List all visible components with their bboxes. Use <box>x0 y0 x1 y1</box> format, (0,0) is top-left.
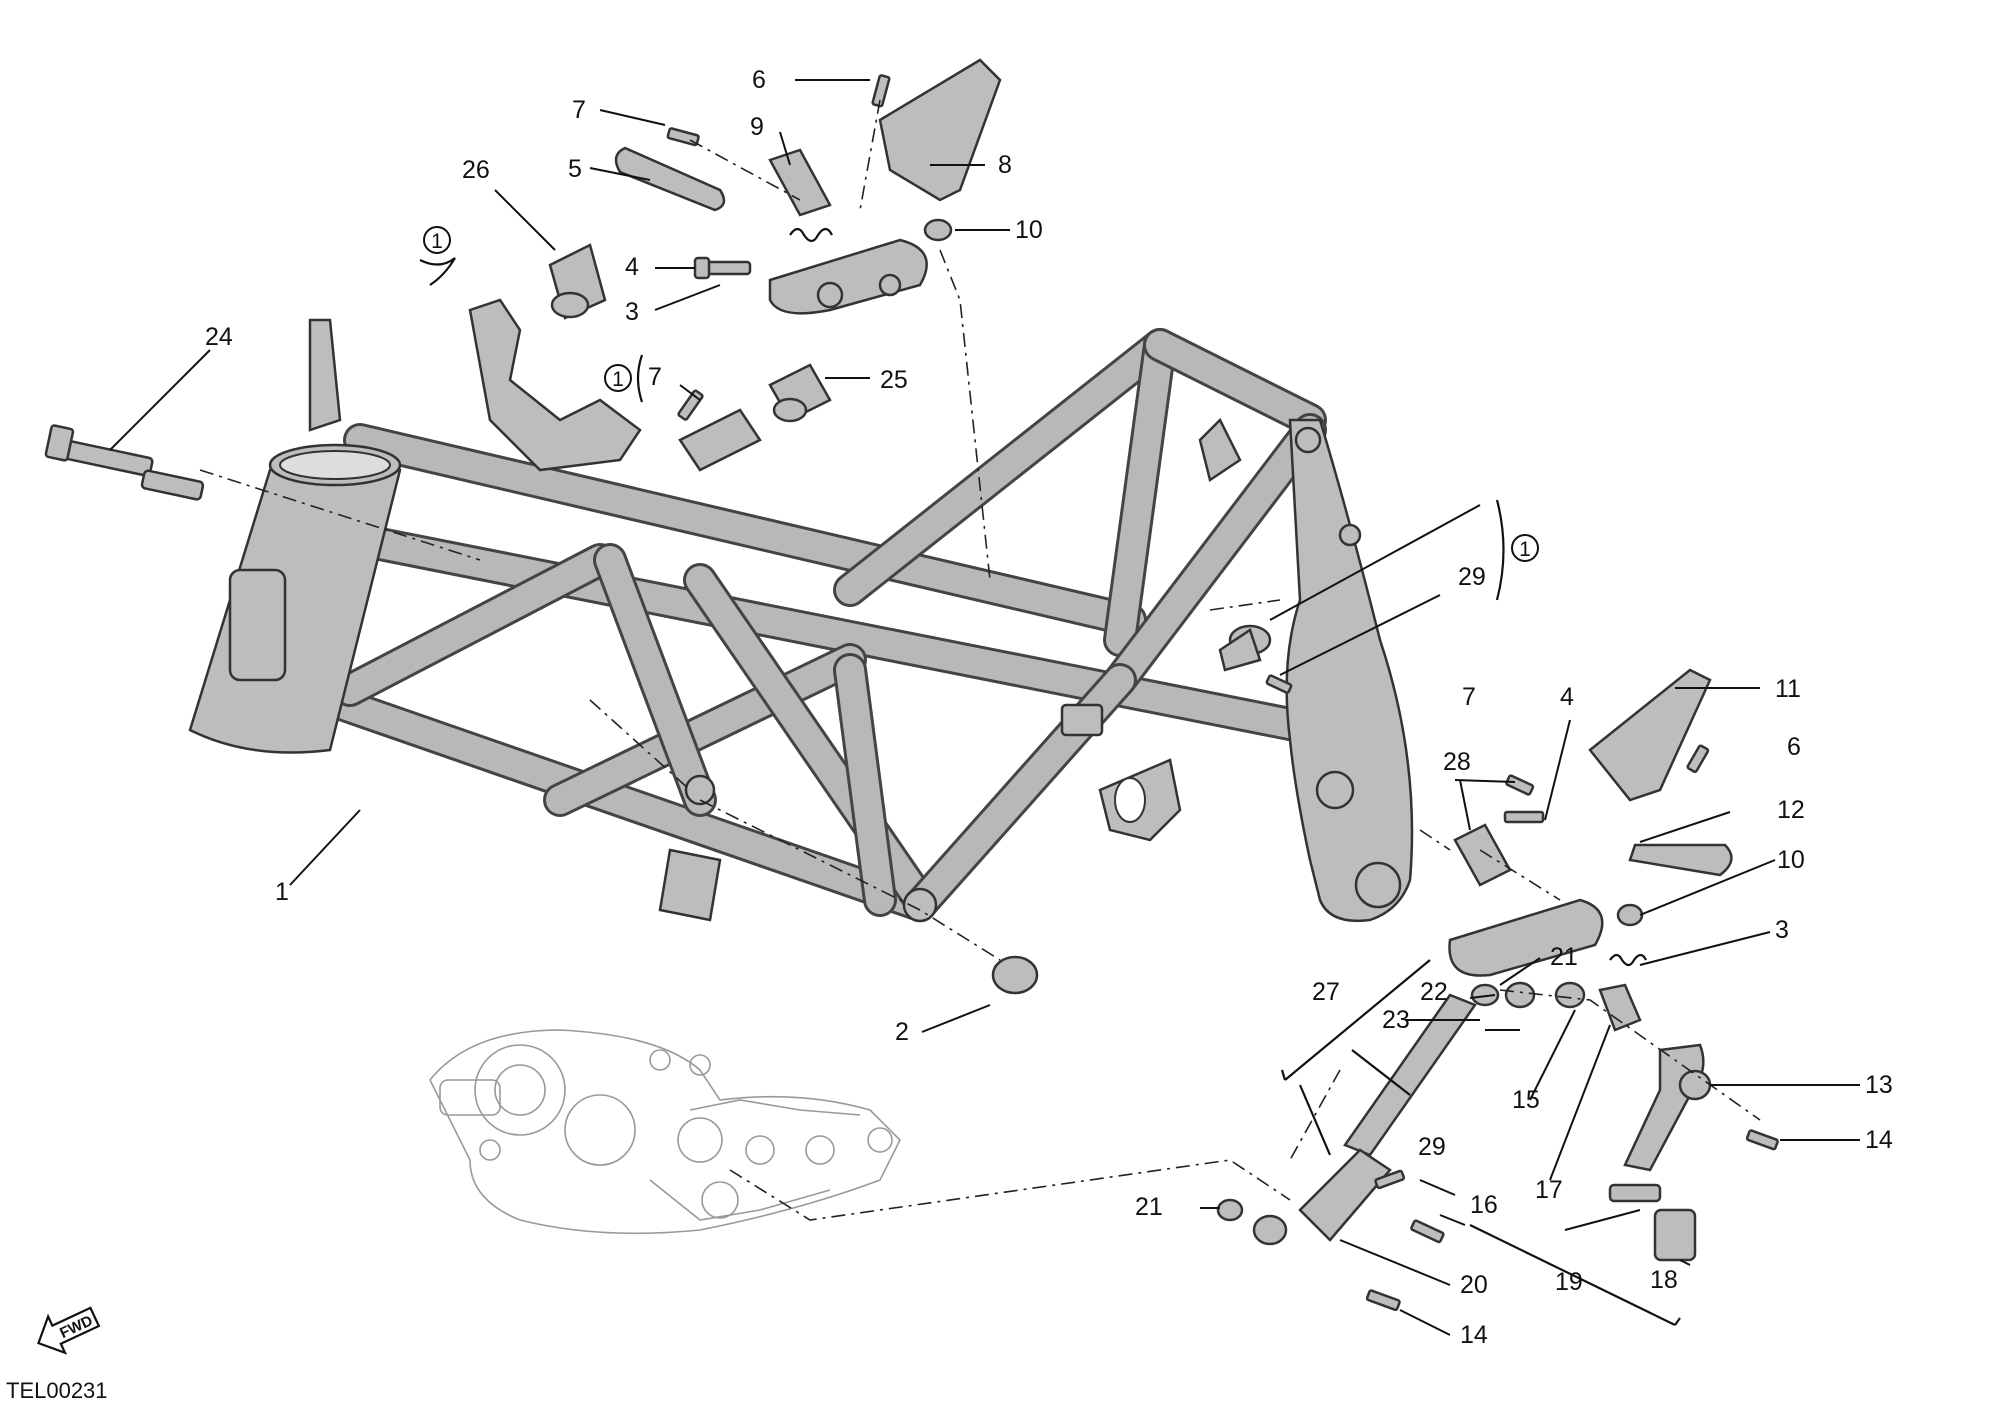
leader-lines <box>109 79 1860 1336</box>
callout-25: 25 <box>880 366 908 394</box>
callout-22: 22 <box>1420 978 1448 1006</box>
callout-24: 24 <box>205 323 233 351</box>
callout-13: 13 <box>1865 1071 1893 1099</box>
callout-29-lower: 29 <box>1418 1133 1446 1161</box>
callout-5: 5 <box>568 155 582 183</box>
callout-7-right: 7 <box>1462 683 1476 711</box>
callout-3-right: 3 <box>1775 916 1789 944</box>
gear-lever-assembly <box>1216 668 1779 1312</box>
callout-7-top: 7 <box>572 96 586 124</box>
ref-symbol-middle-text: 1 <box>612 368 624 391</box>
callout-4-right: 4 <box>1560 683 1574 711</box>
callout-14-right: 14 <box>1865 1126 1893 1154</box>
callout-23: 23 <box>1382 1006 1410 1034</box>
ref-symbol-right-text: 1 <box>1519 538 1531 561</box>
main-frame <box>188 298 1414 923</box>
callout-19: 19 <box>1555 1268 1583 1296</box>
callout-21-upper: 21 <box>1550 943 1578 971</box>
assembly-lines <box>199 99 1761 1221</box>
callout-6-top: 6 <box>752 66 766 94</box>
callout-1: 1 <box>275 878 289 906</box>
callout-3-top: 3 <box>625 298 639 326</box>
callout-29-upper: 29 <box>1458 563 1486 591</box>
ref-symbol-right: 1 <box>1495 499 1539 601</box>
callout-2: 2 <box>895 1018 909 1046</box>
ref-symbol-top: 1 <box>419 226 456 286</box>
engine-ghost-outline <box>429 1029 901 1235</box>
forward-arrow: FWD <box>37 1306 101 1355</box>
callout-17: 17 <box>1535 1176 1563 1204</box>
callout-20: 20 <box>1460 1271 1488 1299</box>
callout-8: 8 <box>998 151 1012 179</box>
drawing-code: TEL00231 <box>6 1378 108 1403</box>
callout-4-top: 4 <box>625 253 639 281</box>
callout-14-lower: 14 <box>1460 1321 1488 1349</box>
callout-7-middle: 7 <box>648 363 662 391</box>
callout-15: 15 <box>1512 1086 1540 1114</box>
callout-26: 26 <box>462 156 490 184</box>
callout-12: 12 <box>1777 796 1805 824</box>
callout-10-right: 10 <box>1777 846 1805 874</box>
ref-symbol-top-text: 1 <box>431 230 443 253</box>
top-loose-parts <box>44 58 1293 995</box>
callout-11: 11 <box>1775 675 1801 703</box>
callout-21-lower: 21 <box>1135 1193 1163 1221</box>
reference-marks: 1 1 1 <box>419 226 1539 601</box>
ref-symbol-middle: 1 <box>604 354 644 403</box>
callout-9: 9 <box>750 113 764 141</box>
callout-6-right: 6 <box>1787 733 1801 761</box>
callout-27: 27 <box>1312 978 1340 1006</box>
callout-18: 18 <box>1650 1266 1678 1294</box>
callout-labels: 1 2 3 3 4 4 5 6 6 7 7 7 8 9 10 10 11 12 … <box>205 66 1893 1349</box>
callout-10-top: 10 <box>1015 216 1043 244</box>
callout-16: 16 <box>1470 1191 1498 1219</box>
callout-28: 28 <box>1443 748 1471 776</box>
